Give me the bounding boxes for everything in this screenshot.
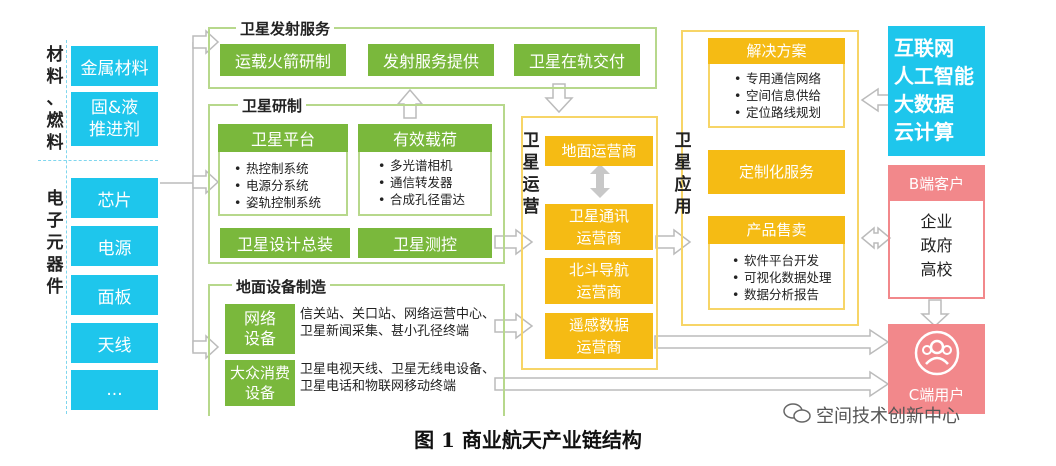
b-client-title: B端客户 (888, 165, 985, 201)
solution-item: 专用通信网络 (734, 70, 821, 87)
launch-title: 卫星发射服务 (236, 18, 335, 39)
payload-item: 通信转发器 (378, 174, 465, 191)
launch-rocket: 运载火箭研制 (220, 44, 346, 76)
b-client-items: 企业 政府 高校 (920, 212, 953, 279)
component-panel: 面板 (71, 275, 158, 315)
platform-item: 热控制系统 (234, 160, 321, 177)
solution-item: 空间信息供给 (734, 87, 821, 104)
application-frame (681, 30, 859, 326)
platform-list: 热控制系统 电源分系统 姿轨控制系统 (232, 160, 321, 211)
solution-item: 定位路线规划 (734, 104, 821, 121)
payload-list: 多光谱相机 通信转发器 合成孔径雷达 (376, 157, 465, 208)
payload-item: 多光谱相机 (378, 157, 465, 174)
platform-title: 卫星平台 (218, 124, 348, 152)
users-icon (914, 330, 960, 376)
component-antenna: 天线 (71, 323, 158, 363)
figure-caption: 图 1 商业航天产业链结构 (414, 428, 642, 452)
product-item: 数据分析报告 (732, 286, 832, 303)
research-tt: 卫星测控 (358, 228, 492, 258)
component-chip: 芯片 (71, 178, 158, 218)
material-metal: 金属材料 (71, 46, 158, 86)
ground-consumer-label: 大众消费 设备 (225, 360, 295, 406)
left-hdivider (38, 160, 158, 161)
op-beidou: 北斗导航 运营商 (545, 258, 653, 304)
op-remote: 遥感数据 运营商 (545, 313, 653, 359)
solution-list: 专用通信网络 空间信息供给 定位路线规划 (732, 70, 821, 121)
platform-item: 姿轨控制系统 (234, 194, 321, 211)
tech-box: 互联网 人工智能 大数据 云计算 (888, 26, 985, 156)
research-assembly: 卫星设计总装 (220, 228, 350, 258)
wechat-icon (783, 403, 811, 423)
c-user-title: C端用户 (908, 386, 965, 404)
product-item: 可视化数据处理 (732, 269, 831, 286)
ground-network-label: 网络 设备 (225, 304, 295, 354)
component-more: ... (71, 370, 158, 410)
op-ground: 地面运营商 (545, 136, 653, 166)
ground-network-desc: 信关站、关口站、网络运营中心、卫星新闻采集、甚小孔径终端 (300, 307, 496, 339)
ground-consumer-desc: 卫星电视天线、卫星无线电设备、卫星电话和物联网移动终端 (300, 362, 496, 394)
payload-title: 有效载荷 (358, 124, 492, 152)
operation-frame (521, 116, 658, 370)
solution-title: 解决方案 (708, 38, 845, 64)
custom-service: 定制化服务 (708, 150, 845, 194)
material-propellant: 固&液 推进剂 (71, 92, 158, 146)
application-title: 卫星应用 (674, 131, 692, 217)
ground-title: 地面设备制造 (232, 276, 331, 297)
launch-frame (208, 27, 657, 89)
product-title: 产品售卖 (708, 216, 845, 244)
watermark-text: 空间技术创新中心 (816, 406, 960, 427)
operation-title: 卫星运营 (522, 131, 540, 217)
ground-frame (208, 284, 505, 416)
component-power: 电源 (71, 226, 158, 266)
materials-label: 材料、燃料 (46, 45, 64, 153)
product-list: 软件平台开发 可视化数据处理 数据分析报告 (730, 252, 832, 303)
left-divider (66, 40, 67, 414)
launch-service: 发射服务提供 (368, 44, 494, 76)
research-frame (208, 104, 505, 264)
research-title: 卫星研制 (238, 95, 307, 116)
launch-delivery: 卫星在轨交付 (514, 44, 640, 76)
payload-item: 合成孔径雷达 (378, 191, 465, 208)
product-item: 软件平台开发 (732, 252, 832, 269)
platform-item: 电源分系统 (234, 177, 321, 194)
op-comm: 卫星通讯 运营商 (545, 204, 653, 250)
c-user-box (888, 324, 985, 414)
electronics-label: 电子元器件 (46, 189, 64, 297)
